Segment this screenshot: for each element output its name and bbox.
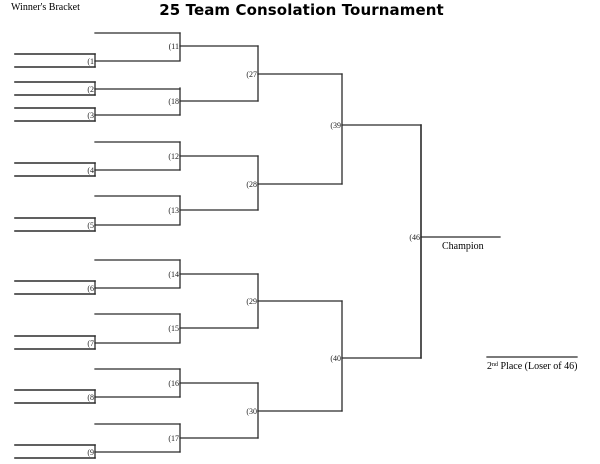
game-number-label: (6 bbox=[87, 284, 94, 293]
game-number-label: (5 bbox=[87, 221, 94, 230]
game-number-label: (14 bbox=[168, 270, 179, 279]
page-title: 25 Team Consolation Tournament bbox=[159, 1, 444, 19]
game-number-label: (8 bbox=[87, 393, 94, 402]
game-number-label: (15 bbox=[168, 324, 179, 333]
game-number-label: (28 bbox=[246, 180, 257, 189]
game-number-label: (3 bbox=[87, 111, 94, 120]
second-place-label: 2nd Place (Loser of 46) bbox=[487, 361, 577, 372]
game-number-label: (30 bbox=[246, 407, 257, 416]
champion-label: Champion bbox=[442, 241, 484, 252]
game-number-label: (2 bbox=[87, 85, 94, 94]
game-number-label: (27 bbox=[246, 70, 257, 79]
game-number-label: (40 bbox=[330, 354, 341, 363]
winners-bracket-label: Winner's Bracket bbox=[11, 2, 80, 13]
game-number-label: (16 bbox=[168, 379, 179, 388]
game-number-label: (29 bbox=[246, 297, 257, 306]
bracket-labels: (1 (2 (3 (4 (5 (6 (7 (8 (9 (11 (18 (12 (13 (14 (15 (16 (… bbox=[87, 42, 420, 457]
game-number-label: (1 bbox=[87, 57, 94, 66]
game-number-label: (12 bbox=[168, 152, 179, 161]
game-number-label: (18 bbox=[168, 97, 179, 106]
game-number-label: (39 bbox=[330, 121, 341, 130]
game-number-label: (13 bbox=[168, 206, 179, 215]
bracket-lines bbox=[14, 32, 578, 459]
final-game-label: (46 bbox=[409, 233, 420, 242]
game-number-label: (7 bbox=[87, 339, 94, 348]
game-number-label: (9 bbox=[87, 448, 94, 457]
game-number-label: (11 bbox=[169, 42, 179, 51]
game-number-label: (17 bbox=[168, 434, 179, 443]
game-number-label: (4 bbox=[87, 166, 94, 175]
